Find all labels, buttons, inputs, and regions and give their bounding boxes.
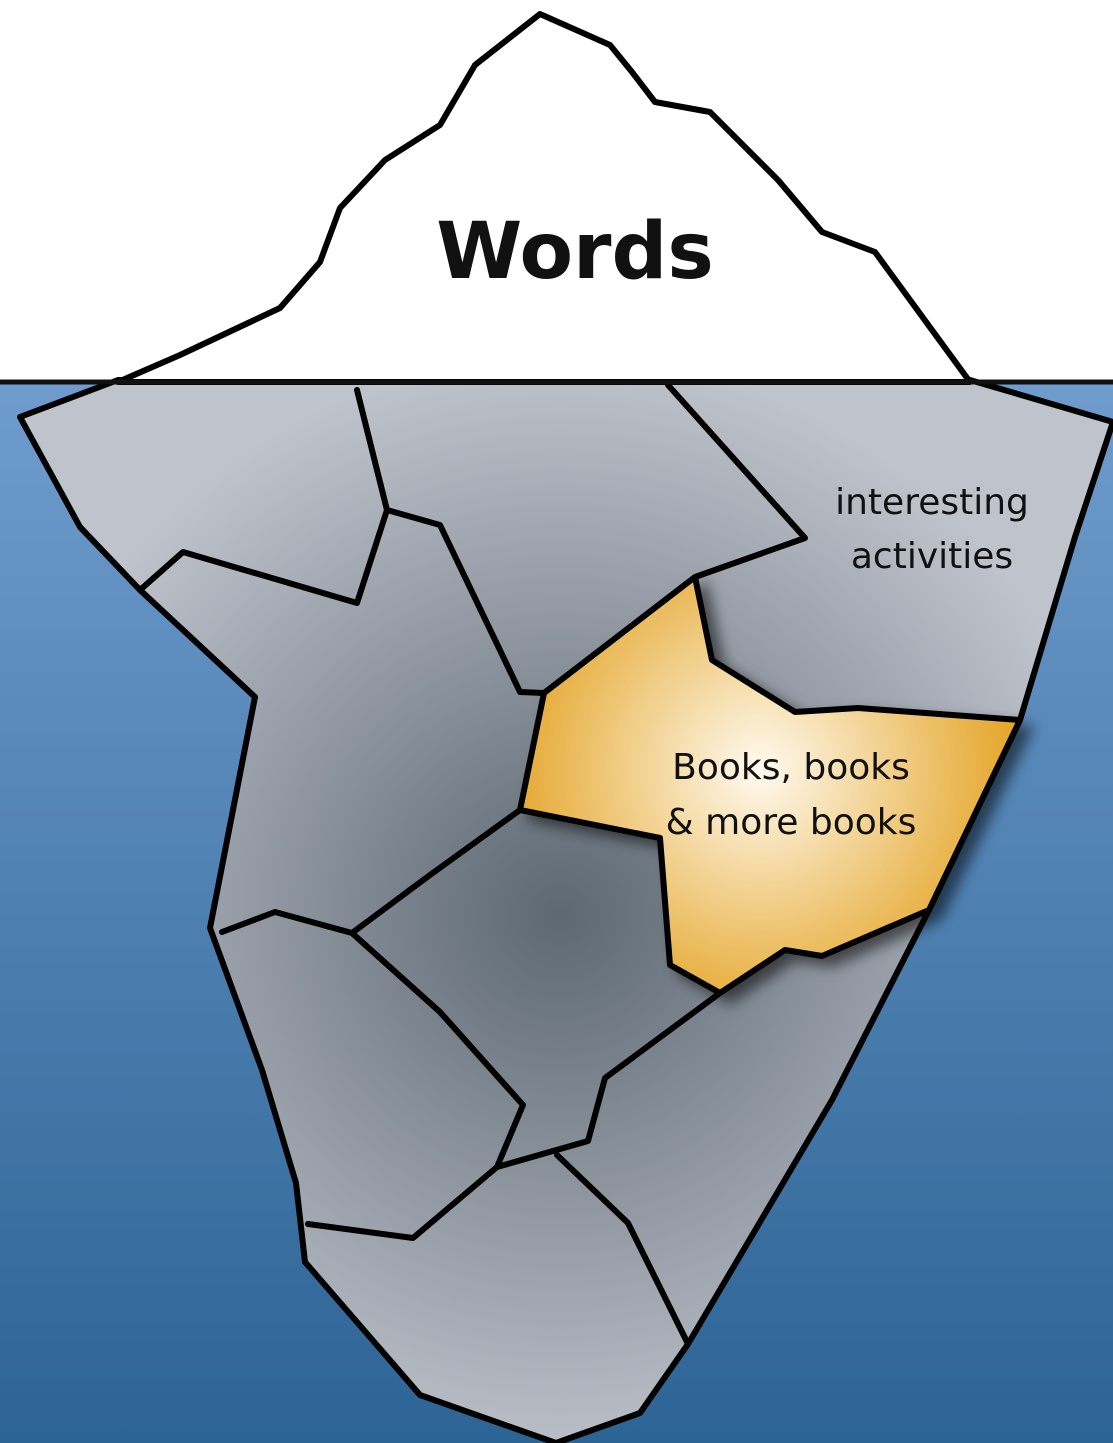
label-books-line1: Books, books bbox=[672, 747, 910, 788]
iceberg-tip bbox=[118, 14, 970, 382]
label-interesting-line1: interesting bbox=[835, 482, 1029, 523]
label-interesting-line2: activities bbox=[851, 536, 1013, 577]
title-words: Words bbox=[436, 207, 714, 297]
label-books-line2: & more books bbox=[666, 802, 917, 843]
